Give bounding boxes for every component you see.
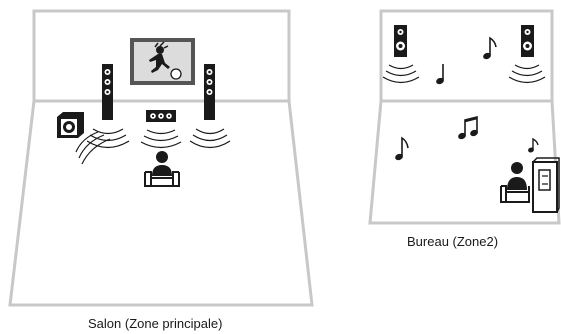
zone2-room [368, 9, 561, 225]
armchair-icon [144, 171, 180, 187]
center-speaker-icon [146, 110, 176, 122]
zone2-speaker-left-icon [394, 25, 407, 57]
main-room-caption: Salon (Zone principale) [88, 316, 223, 331]
music-note-icon [528, 137, 539, 153]
listener-icon [152, 151, 172, 176]
armchair-icon [500, 185, 530, 203]
main-room-floor [8, 99, 314, 307]
music-note-icon [483, 36, 497, 60]
subwoofer-sound-waves [75, 131, 111, 165]
cabinet-icon [532, 157, 560, 213]
center-sound-waves [140, 129, 182, 149]
zone2-left-sound-waves [382, 64, 420, 84]
music-note-icon [395, 136, 409, 161]
zone2-room-floor [368, 99, 561, 225]
subwoofer-icon [57, 112, 84, 138]
front-left-sound-waves [86, 128, 130, 149]
front-right-speaker-icon [204, 64, 215, 120]
front-left-speaker-icon [102, 64, 113, 120]
tv-icon [130, 38, 195, 85]
music-note-icon [436, 64, 444, 85]
zone2-room-caption: Bureau (Zone2) [407, 234, 499, 249]
music-note-icon [458, 115, 478, 140]
front-right-sound-waves [189, 128, 231, 149]
listener-icon [507, 162, 527, 190]
zone2-right-sound-waves [508, 64, 546, 84]
main-room [8, 9, 314, 307]
zone2-speaker-right-icon [521, 25, 534, 57]
